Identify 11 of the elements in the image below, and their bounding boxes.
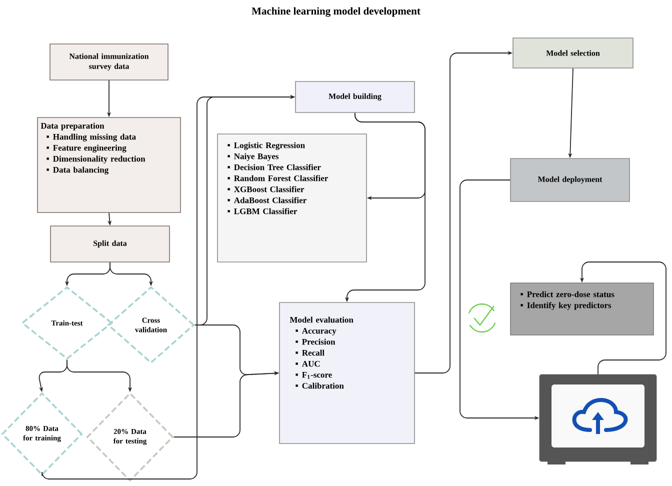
process-box: Data preparation Handling missing data Feature engineering Dimensionality reduction Data balancing — [37, 117, 181, 213]
process-box: Split data — [50, 226, 170, 262]
title: Machine learning model development — [252, 7, 420, 17]
process-box: Model building — [295, 81, 415, 113]
process-box: Model deployment — [510, 158, 630, 202]
list-box: Logistic Regression Naiye Bayes Decision Tree Classifier Random Forest Classifier XGBoost Classifier AdaBoost Classifier LGBM Classifier — [217, 134, 367, 262]
process-box: Model selection — [512, 38, 634, 68]
source-box: National immunization survey data — [50, 44, 168, 80]
monitor-drawing — [539, 374, 657, 464]
list-box: Predict zero-dose status Identify key predictors — [510, 282, 654, 336]
process-box: Model evaluation Accuracy Precision Recall AUC F$_{1}$-score Calibration — [279, 302, 415, 444]
